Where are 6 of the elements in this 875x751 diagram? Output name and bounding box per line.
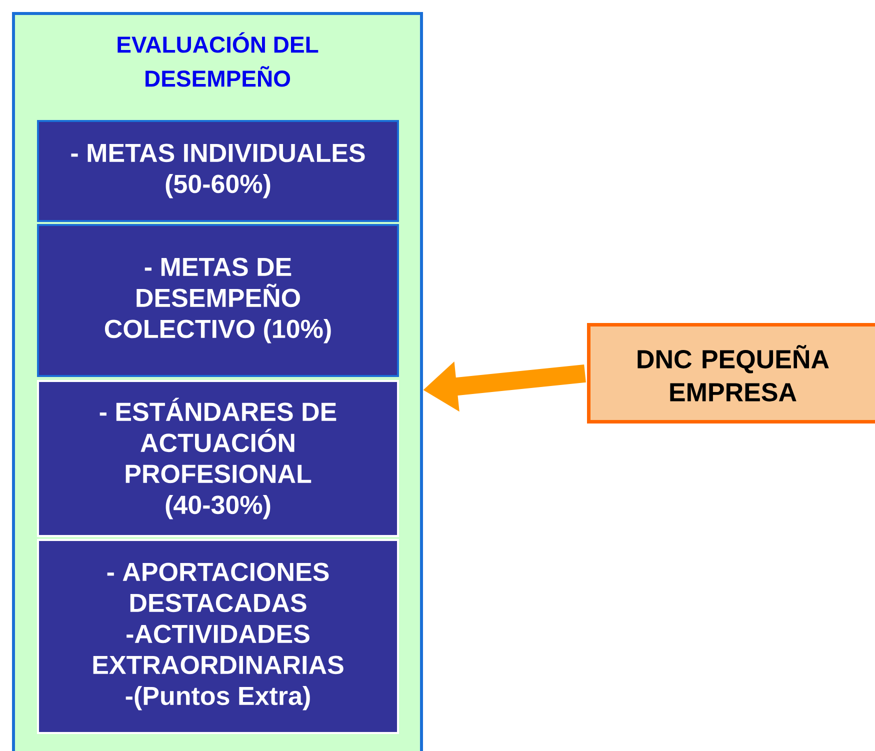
label-box: DNC PEQUEÑA EMPRESA xyxy=(587,323,875,424)
item-box: - METAS INDIVIDUALES (50-60%) xyxy=(37,120,399,222)
panel-heading: EVALUACIÓN DEL DESEMPEÑO xyxy=(118,32,318,87)
item-box: - ESTÁNDARES DE ACTUACIÓN PROFESIONAL (40-30%) xyxy=(37,380,399,537)
item-box: - METAS DE DESEMPEÑO COLECTIVO (10%) xyxy=(37,224,399,377)
item-box: - APORTACIONES DESTACADAS -ACTIVIDADES EXTRAORDINARIAS -(Puntos Extra) xyxy=(37,539,399,734)
